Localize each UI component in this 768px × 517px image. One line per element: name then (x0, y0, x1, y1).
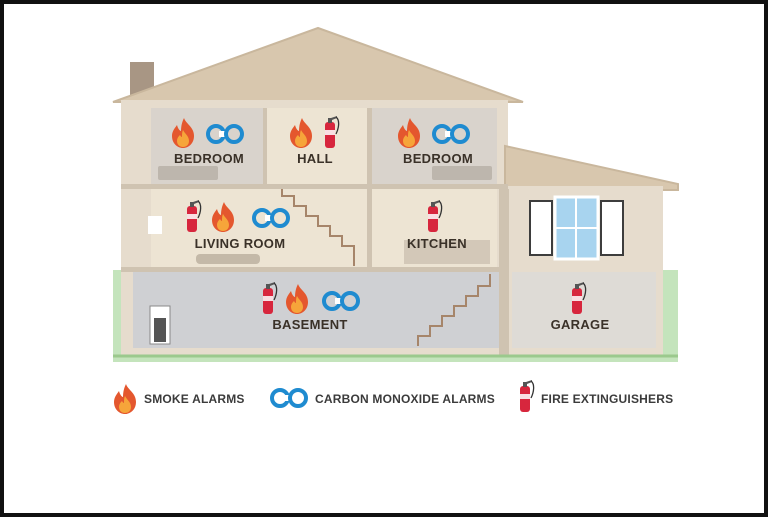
legend: SMOKE ALARMS CARBON MONOXIDE ALARMS FIRE… (114, 379, 673, 414)
room-label-kitchen: KITCHEN (407, 236, 467, 251)
room-label-bedroom-right: BEDROOM (403, 151, 473, 166)
floor-2 (121, 184, 508, 189)
shutter-left (529, 200, 553, 256)
legend-fire-label: FIRE EXTINGUISHERS (541, 392, 673, 406)
stairs-upper (281, 186, 355, 266)
bed-left (158, 166, 218, 180)
shutter-right (600, 200, 624, 256)
legend-fire-extinguisher-icon (519, 379, 535, 413)
wall-socket (148, 216, 162, 234)
basement-room (133, 272, 499, 348)
legend-co-alarm-icon (270, 388, 308, 408)
hall-room (267, 108, 367, 184)
room-label-living-room: LIVING ROOM (195, 236, 286, 251)
room-label-basement: BASEMENT (272, 317, 347, 332)
sofa (196, 254, 260, 264)
room-label-garage: GARAGE (551, 317, 610, 332)
garage-roof (504, 144, 679, 191)
main-roof (112, 26, 524, 103)
legend-smoke-alarm-icon (114, 384, 136, 414)
legend-smoke-label: SMOKE ALARMS (144, 392, 245, 406)
living-room-room (151, 189, 367, 267)
room-label-bedroom-left: BEDROOM (174, 151, 244, 166)
room-label-hall: HALL (297, 151, 333, 166)
kitchen-counter (404, 240, 490, 264)
bed-right (432, 166, 492, 180)
water-heater-body (154, 318, 166, 342)
legend-co-label: CARBON MONOXIDE ALARMS (315, 392, 495, 406)
floor-1 (121, 267, 508, 272)
stairs-lower (417, 274, 491, 346)
